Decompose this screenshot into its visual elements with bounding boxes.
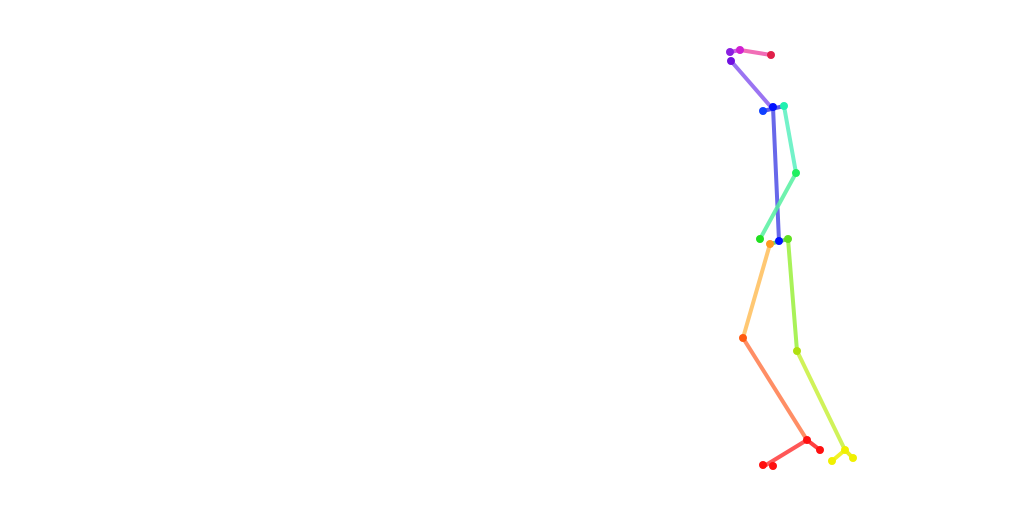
head-joint bbox=[736, 46, 744, 54]
hip-left-joint bbox=[766, 240, 774, 248]
shoulder-right-joint bbox=[780, 102, 788, 110]
ankle-left-joint bbox=[803, 436, 811, 444]
thigh-left-bone bbox=[741, 242, 772, 340]
heel-left-a-joint bbox=[759, 461, 767, 469]
forearm-bone bbox=[758, 171, 798, 241]
wrist-joint bbox=[756, 235, 764, 243]
shin-left-bone bbox=[741, 336, 809, 442]
head-joint-left bbox=[726, 48, 734, 56]
thigh-right-bone bbox=[786, 237, 799, 353]
shoulder-left-joint bbox=[759, 107, 767, 115]
neck-joint bbox=[727, 57, 735, 65]
ankle-right-joint bbox=[841, 446, 849, 454]
upper-arm-bone bbox=[782, 104, 798, 175]
head-bone bbox=[738, 48, 773, 57]
spine-bone bbox=[771, 105, 781, 243]
toe-left-joint bbox=[816, 446, 824, 454]
heel-left-b-joint bbox=[769, 462, 777, 470]
skeleton-joints bbox=[726, 46, 857, 470]
head-joint-right bbox=[767, 51, 775, 59]
shin-right-bone bbox=[795, 349, 847, 452]
knee-right-joint bbox=[793, 347, 801, 355]
elbow-joint bbox=[792, 169, 800, 177]
hip-center-joint bbox=[775, 237, 783, 245]
neck-bone bbox=[729, 59, 773, 109]
toe-right-joint bbox=[849, 454, 857, 462]
hip-right-joint bbox=[784, 235, 792, 243]
foot-left-bone bbox=[764, 438, 809, 467]
shoulder-center-joint bbox=[769, 103, 777, 111]
heel-right-joint bbox=[828, 457, 836, 465]
knee-left-joint bbox=[739, 334, 747, 342]
